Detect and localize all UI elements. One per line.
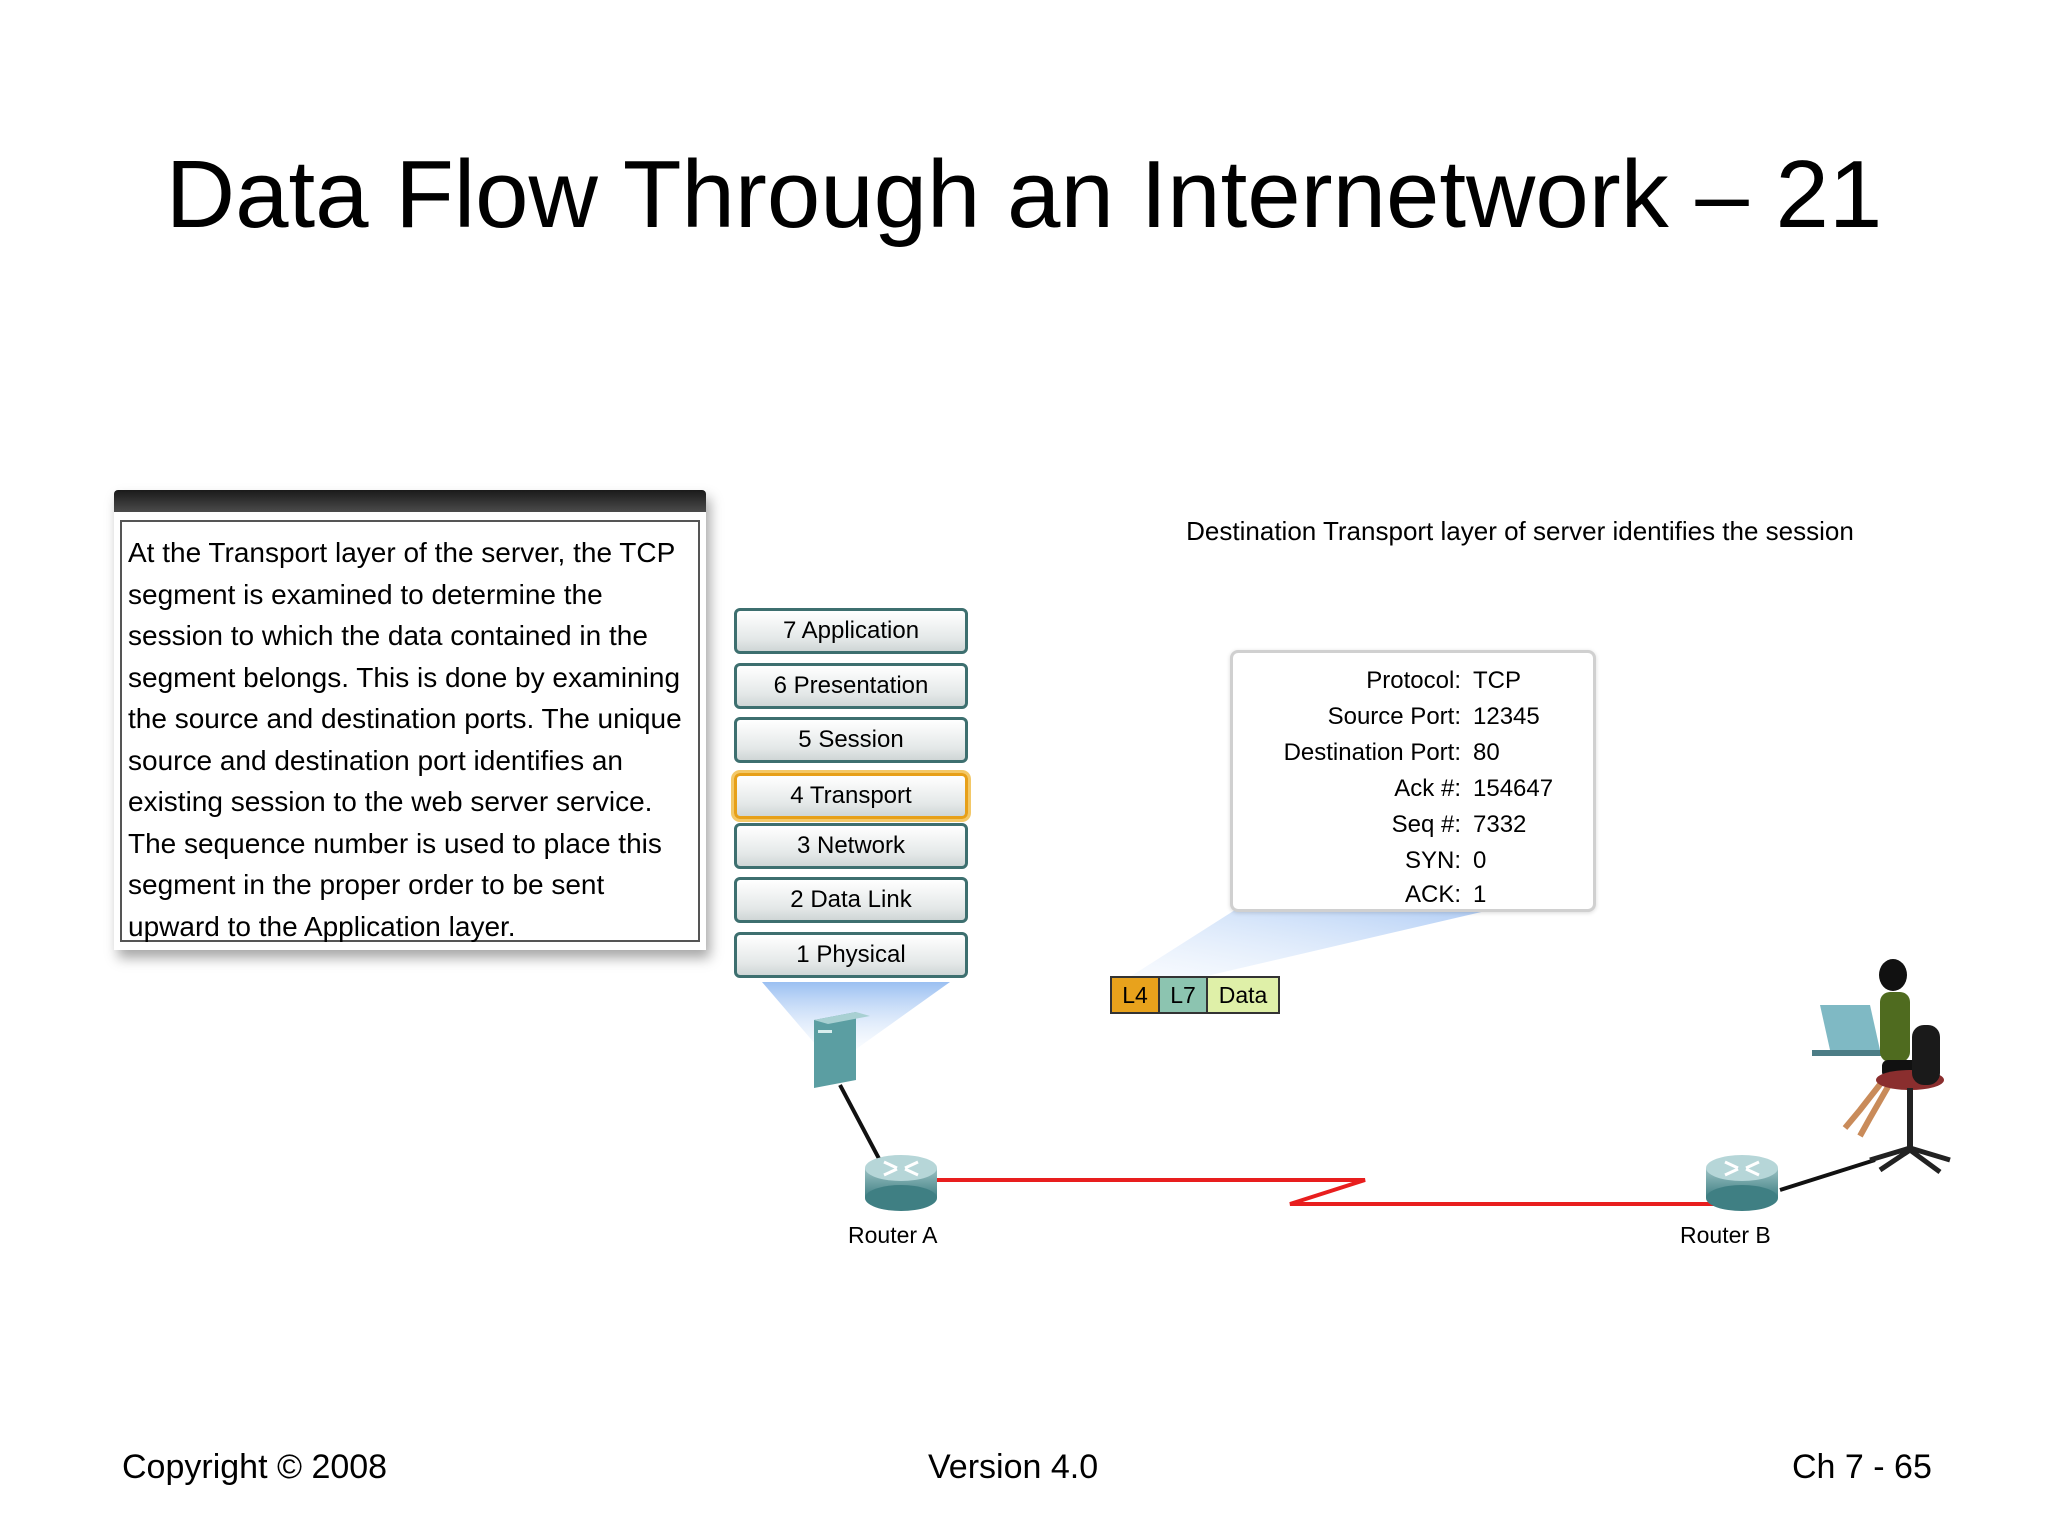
field-label: Ack #: — [1394, 775, 1461, 802]
field-label: SYN: — [1404, 847, 1461, 874]
field-value: TCP — [1473, 667, 1521, 694]
server-icon — [814, 1012, 870, 1088]
layer-physical: 1 Physical — [734, 932, 968, 978]
footer-copyright: Copyright © 2008 — [122, 1448, 388, 1486]
server-router-link — [838, 1084, 887, 1171]
field-value: 154647 — [1473, 775, 1554, 802]
header-field-seq-number: Seq #: 7332 — [1233, 811, 1593, 841]
explanation-text: At the Transport layer of the server, th… — [128, 537, 682, 942]
layer-network: 3 Network — [734, 823, 968, 869]
footer-version: Version 4.0 — [928, 1448, 1099, 1486]
router-pc-link — [1779, 1158, 1876, 1192]
field-value: 0 — [1473, 847, 1487, 874]
explanation-frame: At the Transport layer of the server, th… — [120, 520, 700, 942]
field-label: Protocol: — [1366, 667, 1461, 694]
explanation-panel: At the Transport layer of the server, th… — [114, 490, 706, 950]
wan-serial-link — [935, 1178, 1750, 1206]
user-workstation-icon — [1812, 959, 1951, 1175]
slide-title: Data Flow Through an Internetwork – 21 — [165, 141, 1883, 248]
header-field-source-port: Source Port: 12345 — [1233, 703, 1593, 733]
field-label: Seq #: — [1391, 811, 1461, 838]
header-pdu-beam — [1128, 910, 1490, 978]
layer-transport: 4 Transport — [734, 773, 968, 819]
field-value: 7332 — [1473, 811, 1527, 838]
panel-title-bar — [114, 490, 706, 512]
router-a-label: Router A — [848, 1222, 938, 1248]
field-label: Destination Port: — [1283, 739, 1461, 766]
field-value: 12345 — [1473, 703, 1540, 730]
segment-header-panel: Protocol: TCP Source Port: 12345 Destina… — [1230, 650, 1596, 912]
pdu-l4-header: L4 — [1110, 976, 1160, 1014]
field-label: ACK: — [1404, 881, 1461, 908]
header-field-syn: SYN: 0 — [1233, 847, 1593, 877]
layer-application: 7 Application — [734, 608, 968, 654]
layer-session: 5 Session — [734, 717, 968, 763]
header-field-ack-flag: ACK: 1 — [1233, 881, 1593, 911]
layer-data-link: 2 Data Link — [734, 877, 968, 923]
field-value: 80 — [1473, 739, 1500, 766]
header-field-destination-port: Destination Port: 80 — [1233, 739, 1593, 769]
router-a-icon — [865, 1155, 937, 1211]
header-field-ack-number: Ack #: 154647 — [1233, 775, 1593, 805]
header-field-protocol: Protocol: TCP — [1233, 667, 1593, 697]
footer-page-number: Ch 7 - 65 — [1792, 1448, 1932, 1486]
pdu-data: Data — [1206, 976, 1280, 1014]
field-label: Source Port: — [1327, 703, 1461, 730]
router-b-label: Router B — [1680, 1222, 1771, 1248]
router-b-icon — [1706, 1155, 1778, 1211]
destination-caption: Destination Transport layer of server id… — [1186, 516, 1854, 546]
field-value: 1 — [1473, 881, 1487, 908]
layer-presentation: 6 Presentation — [734, 663, 968, 709]
pdu-l7-header: L7 — [1158, 976, 1208, 1014]
